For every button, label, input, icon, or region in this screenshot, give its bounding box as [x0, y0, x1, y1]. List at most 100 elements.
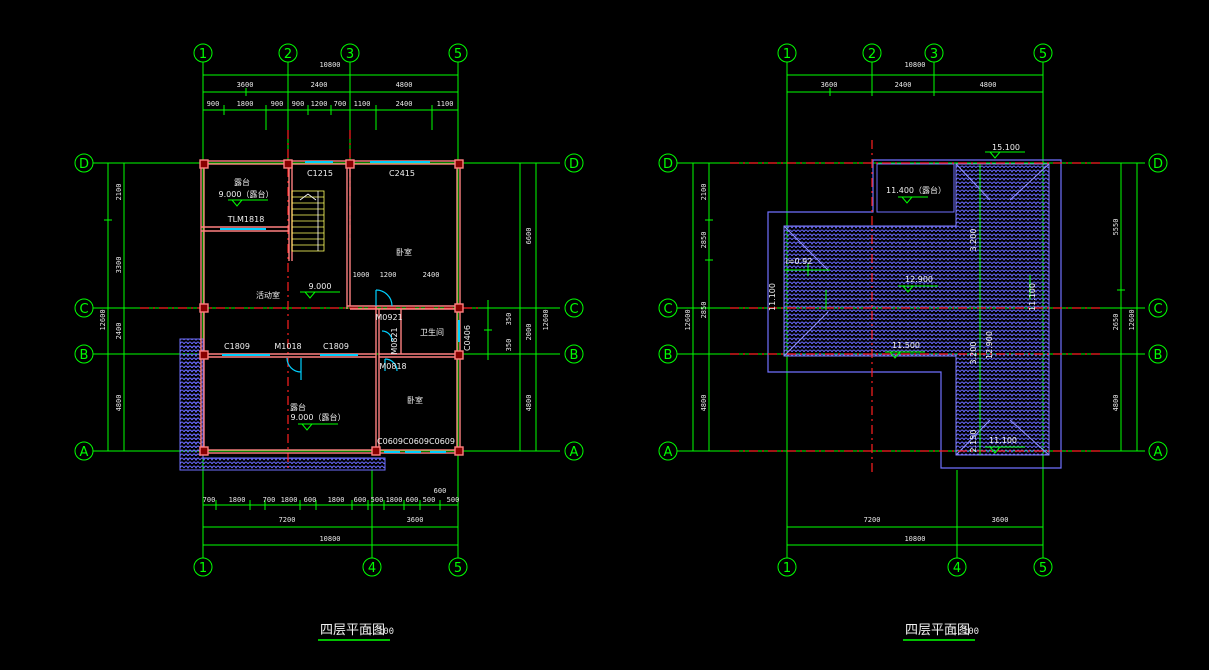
right-centerlines — [730, 140, 1100, 475]
right-dim-bottom-total: 10800 — [904, 535, 925, 543]
left-label-dim-2400: 2400 — [423, 271, 440, 279]
right-axis-row-C: C — [663, 302, 672, 317]
right-axis-row-A: A — [664, 445, 673, 460]
right-dim-bottom-1: 3600 — [992, 516, 1009, 524]
right-dim-right-total: 12600 — [1128, 309, 1136, 330]
left-dim-left-3: 4800 — [115, 395, 123, 412]
left-dim-top-r1-1: 2400 — [311, 81, 328, 89]
right-dim-top-0: 3600 — [821, 81, 838, 89]
left-dim-right-0: 6600 — [525, 228, 533, 245]
left-axis-row-B-right: B — [570, 348, 579, 363]
left-label-tlm: TLM1818 — [227, 215, 265, 224]
right-label-elev-top: 15.100 — [992, 143, 1020, 152]
right-dim-left-1: 2850 — [700, 232, 708, 249]
left-axis-top-1: 1 — [199, 47, 207, 62]
left-axis-bubbles: 1 2 3 5 1 4 5 D C B A D C B A — [74, 43, 584, 577]
left-label-m0821: M0821 — [390, 327, 399, 354]
left-room-labels: 露台 9.000（露台） TLM1818 C1215 C2415 卧室 1000… — [219, 169, 472, 446]
right-label-elev-small: 11.400（露台） — [886, 185, 946, 195]
left-axis-row-C: C — [79, 302, 88, 317]
left-dim-bottom-r1-7: 500 — [371, 496, 384, 504]
left-label-c2415: C2415 — [389, 169, 415, 178]
left-dim-texts: 10800 3600 2400 4800 900 1800 900 900 12… — [99, 61, 550, 543]
right-label-slope-5: 11.100 — [1028, 283, 1037, 311]
right-axis-row-D: D — [663, 157, 673, 172]
left-axis-top-2: 2 — [284, 47, 292, 62]
left-dim-right-2: 2000 — [525, 324, 533, 341]
left-dim-ticks — [104, 70, 540, 550]
right-axis-row-B-right: B — [1154, 348, 1163, 363]
left-label-c0609c: C0609 — [429, 437, 455, 446]
left-label-m0818: M0818 — [379, 362, 406, 371]
left-elev-markers — [228, 199, 340, 431]
left-label-terrace-elev: 9.000（露台） — [219, 189, 274, 199]
left-floor-plan: 1 2 3 5 1 4 5 D C B A D C B A 10800 3600… — [74, 43, 584, 641]
right-axis-top-2: 2 — [868, 47, 876, 62]
right-dim-top-2: 4800 — [980, 81, 997, 89]
left-dim-total-top: 10800 — [319, 61, 340, 69]
left-dim-top-r2-6: 1100 — [354, 100, 371, 108]
left-axis-bottom-1: 1 — [199, 561, 207, 576]
right-label-slope-3: 11.100 — [768, 283, 777, 311]
right-axis-top-3: 3 — [930, 47, 938, 62]
left-label-c1215: C1215 — [307, 169, 333, 178]
left-dim-top-r2-8: 1100 — [437, 100, 454, 108]
left-label-bedroom-top: 卧室 — [396, 247, 412, 257]
left-label-bath: 卫生间 — [420, 327, 444, 337]
left-dim-bottom-r1-3: 1800 — [281, 496, 298, 504]
left-dim-bottom-total: 10800 — [319, 535, 340, 543]
left-dim-top-r2-3: 900 — [292, 100, 305, 108]
left-dim-bottom-r1-6: 600 — [354, 496, 367, 504]
left-dim-bottom-r1-10: 500 — [423, 496, 436, 504]
right-axis-bottom-1: 1 — [783, 561, 791, 576]
right-label-slope-6: 3.200 — [969, 342, 978, 365]
left-label-c0406: C0406 — [463, 325, 472, 351]
left-windows — [220, 161, 460, 453]
left-dim-left-total: 12600 — [99, 309, 107, 330]
right-label-slope-4: 12.900 — [985, 331, 994, 359]
left-dim-bottom-r1-12: 500 — [447, 496, 460, 504]
right-dim-left-0: 2100 — [700, 184, 708, 201]
left-dim-bottom-r1-5: 1800 — [328, 496, 345, 504]
left-title: 四层平面图 — [320, 623, 385, 638]
left-dim-left-0: 2100 — [115, 184, 123, 201]
left-dim-right-3: 350 — [505, 339, 513, 352]
right-dim-top-1: 2400 — [895, 81, 912, 89]
left-dim-bottom-r1-2: 700 — [263, 496, 276, 504]
left-label-m0921: M0921 — [375, 313, 402, 322]
left-doors — [286, 289, 398, 380]
right-label-elev-mid: 12.900 — [905, 275, 933, 284]
left-label-c1809a: C1809 — [224, 342, 250, 351]
right-labels: 15.100 11.400（露台） 12.900 11.500 11.100 i… — [768, 143, 1037, 452]
left-axis-top-3: 3 — [346, 47, 354, 62]
left-label-c0609b: C0609 — [403, 437, 429, 446]
left-dim-top-r2-0: 900 — [207, 100, 220, 108]
left-label-c1809b: C1809 — [323, 342, 349, 351]
right-title: 四层平面图 — [905, 623, 970, 638]
left-dim-bottom-r1-0: 700 — [203, 496, 216, 504]
right-label-slope-2: 3.200 — [969, 229, 978, 252]
right-dim-texts: 10800 3600 2400 4800 2100 2850 2850 4800… — [684, 61, 1136, 543]
left-axis-row-A-right: A — [570, 445, 579, 460]
right-axis-row-B: B — [664, 348, 673, 363]
right-dim-left-2: 2850 — [700, 302, 708, 319]
left-dim-right-4: 4800 — [525, 395, 533, 412]
left-label-m1018: M1018 — [274, 342, 301, 351]
right-label-elev-right-bottom: 11.100 — [989, 436, 1017, 445]
right-label-slope-1: i=0.92 — [786, 257, 813, 266]
left-axis-bottom-5: 5 — [454, 561, 462, 576]
left-stairs — [291, 190, 325, 252]
left-dim-bottom-r1-1: 1800 — [229, 496, 246, 504]
left-axis-lines — [92, 62, 560, 560]
left-dim-top-r2-2: 900 — [271, 100, 284, 108]
right-dim-total-top: 10800 — [904, 61, 925, 69]
left-label-terrace: 露台 — [234, 177, 250, 187]
left-axis-row-B: B — [80, 348, 89, 363]
left-dim-left-1: 3300 — [115, 257, 123, 274]
left-label-dim-1000: 1000 — [353, 271, 370, 279]
left-label-living-elev: 9.000 — [309, 282, 332, 291]
right-axis-top-5: 5 — [1039, 47, 1047, 62]
right-roof-plan: 1 2 3 5 1 4 5 D C B A D C B A 10800 3600… — [658, 43, 1168, 641]
left-dim-right-1: 350 — [505, 313, 513, 326]
